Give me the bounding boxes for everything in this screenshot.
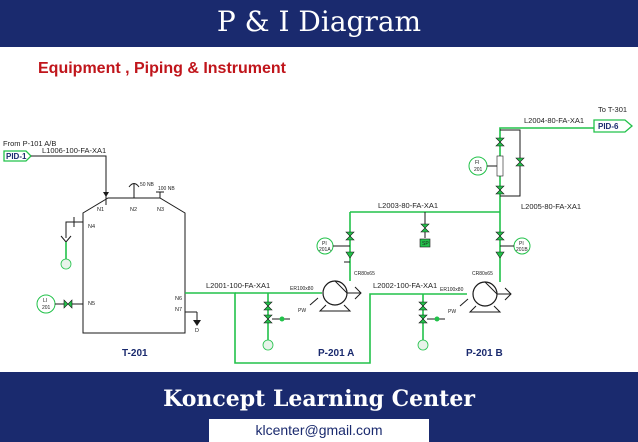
riser-lower-valve — [495, 185, 505, 195]
riser-upper-valve — [495, 137, 505, 147]
riser-l2005 — [499, 127, 525, 212]
fi201-number: 201 — [474, 167, 483, 173]
line-l1006-label: L1006-100-FA-XA1 — [42, 146, 106, 155]
pump-b-base — [468, 305, 502, 313]
sample-label: SP — [422, 241, 429, 247]
pw2-label: PW — [448, 309, 456, 315]
pump-b-tag: P-201 B — [466, 348, 503, 359]
contact-email[interactable]: klcenter@gmail.com — [209, 419, 429, 442]
nozzle-n4-label: N4 — [88, 224, 95, 230]
pump-p201a — [322, 280, 348, 306]
er1-label: ER100x80 — [290, 286, 314, 292]
suction-header — [185, 292, 467, 364]
vent-cap — [128, 183, 140, 188]
pump-b-pw-line — [459, 298, 469, 307]
pid1-connector — [3, 150, 32, 162]
line-l2003-label: L2003-80-FA-XA1 — [378, 201, 438, 210]
line-l2001-label: L2001-100-FA-XA1 — [206, 281, 270, 290]
fi201-tag: FI — [475, 160, 479, 166]
sample-valve — [420, 223, 430, 233]
feed-arrow — [103, 192, 109, 197]
line-l2004-label: L2004-80-FA-XA1 — [524, 116, 584, 125]
header-band — [0, 0, 638, 47]
nozzle-n1-label: N1 — [97, 207, 104, 213]
pump-a-local-instrument — [262, 339, 274, 351]
drain-valve — [193, 320, 201, 326]
to-label: To T-301 — [598, 105, 627, 114]
tank-tag: T-201 — [122, 348, 148, 359]
pi201a-number: 201A — [319, 247, 331, 253]
vent-instrument-bubble — [60, 258, 72, 270]
pump-b-local-instrument — [417, 339, 429, 351]
tank-t201 — [82, 197, 186, 334]
nozzle-n2-label: N2 — [130, 207, 137, 213]
diagram-subtitle: Equipment , Piping & Instrument — [38, 60, 286, 77]
page-title: P & I Diagram — [216, 5, 422, 38]
nozzle-50nb-label: 50 NB — [140, 182, 155, 188]
bypass-valve — [515, 157, 525, 167]
pid6-label: PID-6 — [598, 122, 619, 131]
pump-a-pw-line — [309, 297, 319, 306]
pump-a-base — [318, 304, 352, 312]
pump-a-check-valve — [345, 251, 355, 259]
nozzle-n3-label: N3 — [157, 207, 164, 213]
line-l2005-label: L2005-80-FA-XA1 — [521, 202, 581, 211]
pi201a-tag: PI — [322, 241, 327, 247]
pump-b-motor — [504, 287, 512, 301]
pump-b-suction-valve — [418, 301, 428, 311]
pw1-label: PW — [298, 308, 306, 314]
pid1-label: PID-1 — [6, 152, 27, 161]
cr2-label: CR80x65 — [472, 271, 493, 277]
pi201b-tag: PI — [519, 241, 524, 247]
li201-tag: LI — [43, 298, 47, 304]
er2-label: ER100x80 — [440, 287, 464, 293]
pi201b-number: 201B — [516, 247, 528, 253]
pid6-connector — [593, 119, 633, 133]
nozzle-n5-label: N5 — [88, 301, 95, 307]
pump-a-motor — [354, 286, 362, 300]
feed-line — [31, 155, 107, 198]
pump-p201b — [472, 281, 498, 307]
pump-b-discharge-valve — [495, 231, 505, 241]
line-l2002-label: L2002-100-FA-XA1 — [373, 281, 437, 290]
cr1-label: CR80x65 — [354, 271, 375, 277]
pump-a-impeller — [334, 280, 348, 294]
li201-number: 201 — [42, 305, 51, 311]
li201-valve — [63, 299, 73, 309]
nozzle-n6-label: N6 — [175, 296, 182, 302]
pump-a-strainer-valve — [263, 314, 273, 324]
pump-b-strainer — [434, 316, 440, 322]
pump-a-strainer — [279, 316, 285, 322]
pump-b-check-valve — [495, 251, 505, 259]
pump-b-impeller — [484, 281, 498, 295]
pump-b-strainer-valve — [418, 314, 428, 324]
n4-line — [65, 221, 74, 238]
brand-name: Koncept Learning Center — [163, 386, 475, 412]
pump-a-tag: P-201 A — [318, 348, 354, 359]
from-label: From P-101 A/B — [3, 139, 56, 148]
pid-diagram: N1 N2 N3 N4 N5 N6 N7 50 NB 100 NB D PID-… — [3, 105, 633, 364]
drain-label: D — [195, 328, 199, 334]
sample-point — [419, 238, 431, 248]
pump-a-suction-valve — [263, 301, 273, 311]
nozzle-n7-label: N7 — [175, 307, 182, 313]
rotameter — [496, 155, 504, 177]
nozzle-100nb-label: 100 NB — [158, 186, 175, 192]
pump-a-discharge-valve — [345, 231, 355, 241]
